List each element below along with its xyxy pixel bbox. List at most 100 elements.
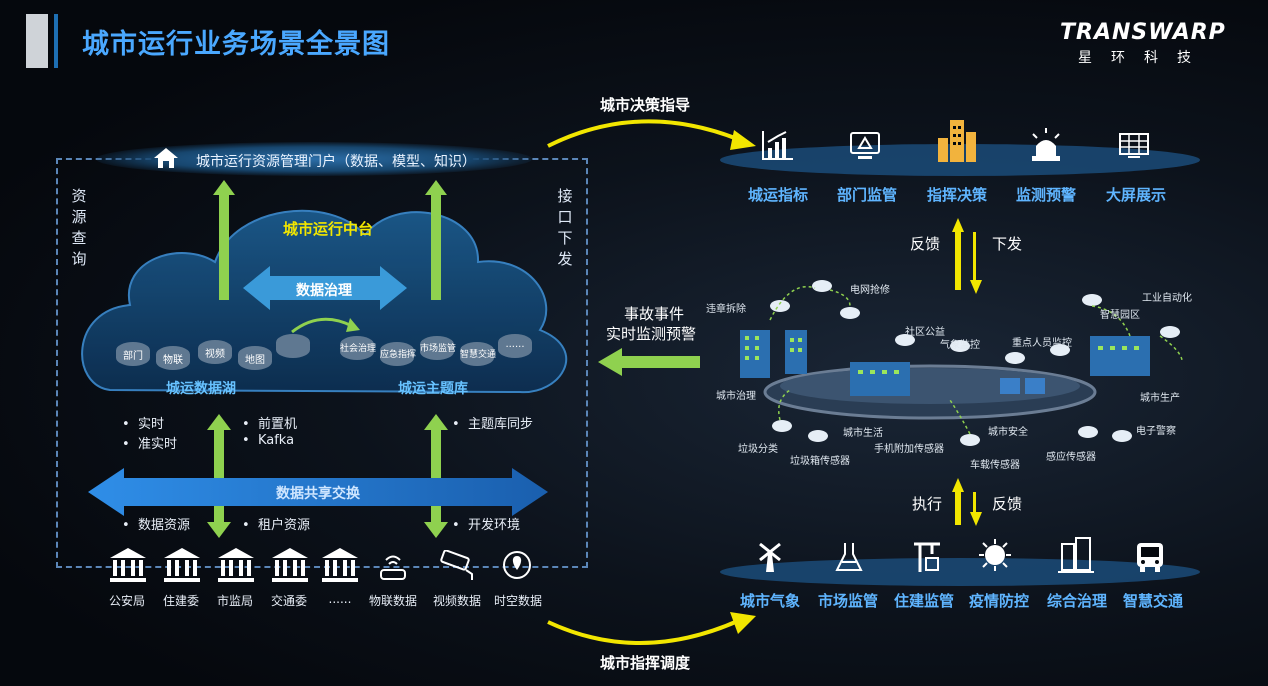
city-label: 城市治理 — [716, 391, 756, 402]
city-label: 工业自动化 — [1142, 293, 1192, 304]
source-label: ...... — [328, 592, 352, 606]
exchange-arrow — [88, 468, 548, 516]
city-label: 手机附加传感器 — [874, 444, 944, 455]
source-label: 视频数据 — [432, 594, 481, 608]
dispatch-label: 城市指挥调度 — [600, 654, 691, 672]
data-lake-label: 城运数据湖 — [166, 381, 236, 397]
title-accent-line — [54, 14, 58, 68]
bank-icon — [320, 546, 360, 588]
feedback-up-label: 反馈 — [910, 235, 941, 253]
brand-logo: TRANSWARP — [1060, 20, 1226, 45]
bus-icon — [1134, 540, 1166, 578]
source-label: 时空数据 — [493, 594, 542, 608]
execute-label: 执行 — [912, 495, 943, 513]
disk-video: 视频 — [198, 340, 232, 364]
virus-icon — [978, 538, 1012, 576]
disk-department: 部门 — [116, 342, 150, 366]
sensor-nodes — [770, 280, 1180, 446]
resource-query-label: 资源查询 — [71, 187, 87, 268]
source-label: 公安局 — [108, 594, 145, 608]
alarm-icon — [1028, 126, 1064, 168]
bottom-item-traffic: 智慧交通 — [1122, 592, 1183, 610]
governance-arrow — [243, 266, 407, 310]
home-icon — [152, 146, 180, 174]
top-item-supervision: 部门监管 — [836, 186, 897, 204]
incident-label-1: 事故事件 — [624, 305, 685, 323]
theme-db-label: 城运主题库 — [398, 381, 468, 397]
top-item-command: 指挥决策 — [926, 186, 987, 204]
bottom-item-market: 市场监管 — [817, 592, 878, 610]
governance-label: 数据治理 — [296, 283, 352, 299]
city-label: 垃圾分类 — [738, 444, 778, 455]
city-label: 社区公益 — [905, 327, 945, 338]
note-near-realtime: • 准实时 — [122, 437, 177, 452]
bank-icon — [270, 546, 310, 588]
globe-pin-icon — [500, 548, 534, 586]
crane-icon — [910, 538, 944, 578]
note-theme-sync: • 主题库同步 — [452, 417, 533, 432]
building-icon — [934, 116, 980, 168]
disk-social: 社会治理 — [340, 336, 376, 360]
city-label: 电网抢修 — [850, 285, 890, 296]
city-label: 车载传感器 — [970, 460, 1020, 471]
brand-subtitle: 星环科技 — [1078, 50, 1210, 66]
incident-label-2: 实时监测预警 — [606, 325, 697, 343]
disk-map: 地图 — [238, 346, 272, 370]
data-lake-disks: 部门 物联 视频 地图 — [116, 336, 286, 370]
interface-issue-label: 接口下发 — [557, 187, 573, 268]
dispatch-curve — [547, 618, 741, 645]
flask-icon — [834, 540, 864, 578]
disk-iot: 物联 — [156, 346, 190, 370]
bank-icon — [108, 546, 148, 588]
source-label: 市监局 — [216, 594, 253, 608]
bottom-item-housing: 住建监管 — [893, 592, 954, 610]
note-dev-env: • 开发环境 — [452, 518, 520, 533]
top-item-indicator: 城运指标 — [747, 186, 808, 204]
disk-traffic: 智慧交通 — [460, 342, 496, 366]
city-grid-icon — [1056, 536, 1096, 578]
green-up-arrows — [213, 180, 447, 300]
source-label: 交通委 — [270, 594, 307, 608]
data-sources: 公安局 住建委 市监局 交通委 ...... 物联数据 视频数据 时空数据 — [100, 546, 560, 610]
city-label: 重点人员监控 — [1012, 338, 1072, 349]
top-item-alert: 监测预警 — [1015, 186, 1076, 204]
bottom-item-governance: 综合治理 — [1046, 592, 1107, 610]
portal-title: 城市运行资源管理门户（数据、模型、知识） — [196, 154, 476, 170]
incident-arrow — [598, 348, 700, 376]
disk-more: ...... — [498, 334, 532, 358]
city-label: 垃圾箱传感器 — [790, 456, 850, 467]
router-icon — [378, 550, 408, 586]
bottom-item-epidemic: 疫情防控 — [968, 592, 1029, 610]
chart-icon — [760, 128, 796, 166]
note-tenant-resource: • 租户资源 — [242, 518, 310, 533]
city-label: 智慧园区 — [1100, 310, 1140, 321]
yellow-vertical-arrows — [952, 218, 982, 526]
city-label: 感应传感器 — [1046, 452, 1096, 463]
windmill-icon — [754, 540, 786, 578]
note-data-resource: • 数据资源 — [122, 518, 190, 533]
camera-icon — [440, 549, 476, 586]
page-title: 城市运行业务场景全景图 — [82, 29, 390, 60]
city-label: 电子警察 — [1136, 426, 1176, 437]
warning-monitor-icon — [848, 130, 882, 166]
note-frontend: • 前置机 — [242, 417, 297, 432]
issue-down-label: 下发 — [992, 235, 1023, 253]
city-label: 城市生产 — [1140, 393, 1180, 404]
green-double-arrows — [207, 414, 448, 538]
note-realtime: • 实时 — [122, 417, 164, 432]
top-item-display: 大屏展示 — [1105, 186, 1166, 204]
note-kafka: • Kafka — [242, 433, 295, 448]
bank-icon — [216, 546, 256, 588]
title-accent-bar — [26, 14, 48, 68]
source-label: 住建委 — [162, 594, 199, 608]
city-label: 违章拆除 — [706, 304, 746, 315]
bank-icon — [162, 546, 202, 588]
feedback-down-label: 反馈 — [992, 495, 1023, 513]
city-label: 气象监控 — [940, 340, 980, 351]
city-buildings — [740, 330, 1150, 396]
decision-label: 城市决策指导 — [600, 96, 691, 114]
source-label: 物联数据 — [368, 594, 417, 608]
disk-extra — [276, 334, 310, 358]
decision-curve — [547, 119, 741, 148]
